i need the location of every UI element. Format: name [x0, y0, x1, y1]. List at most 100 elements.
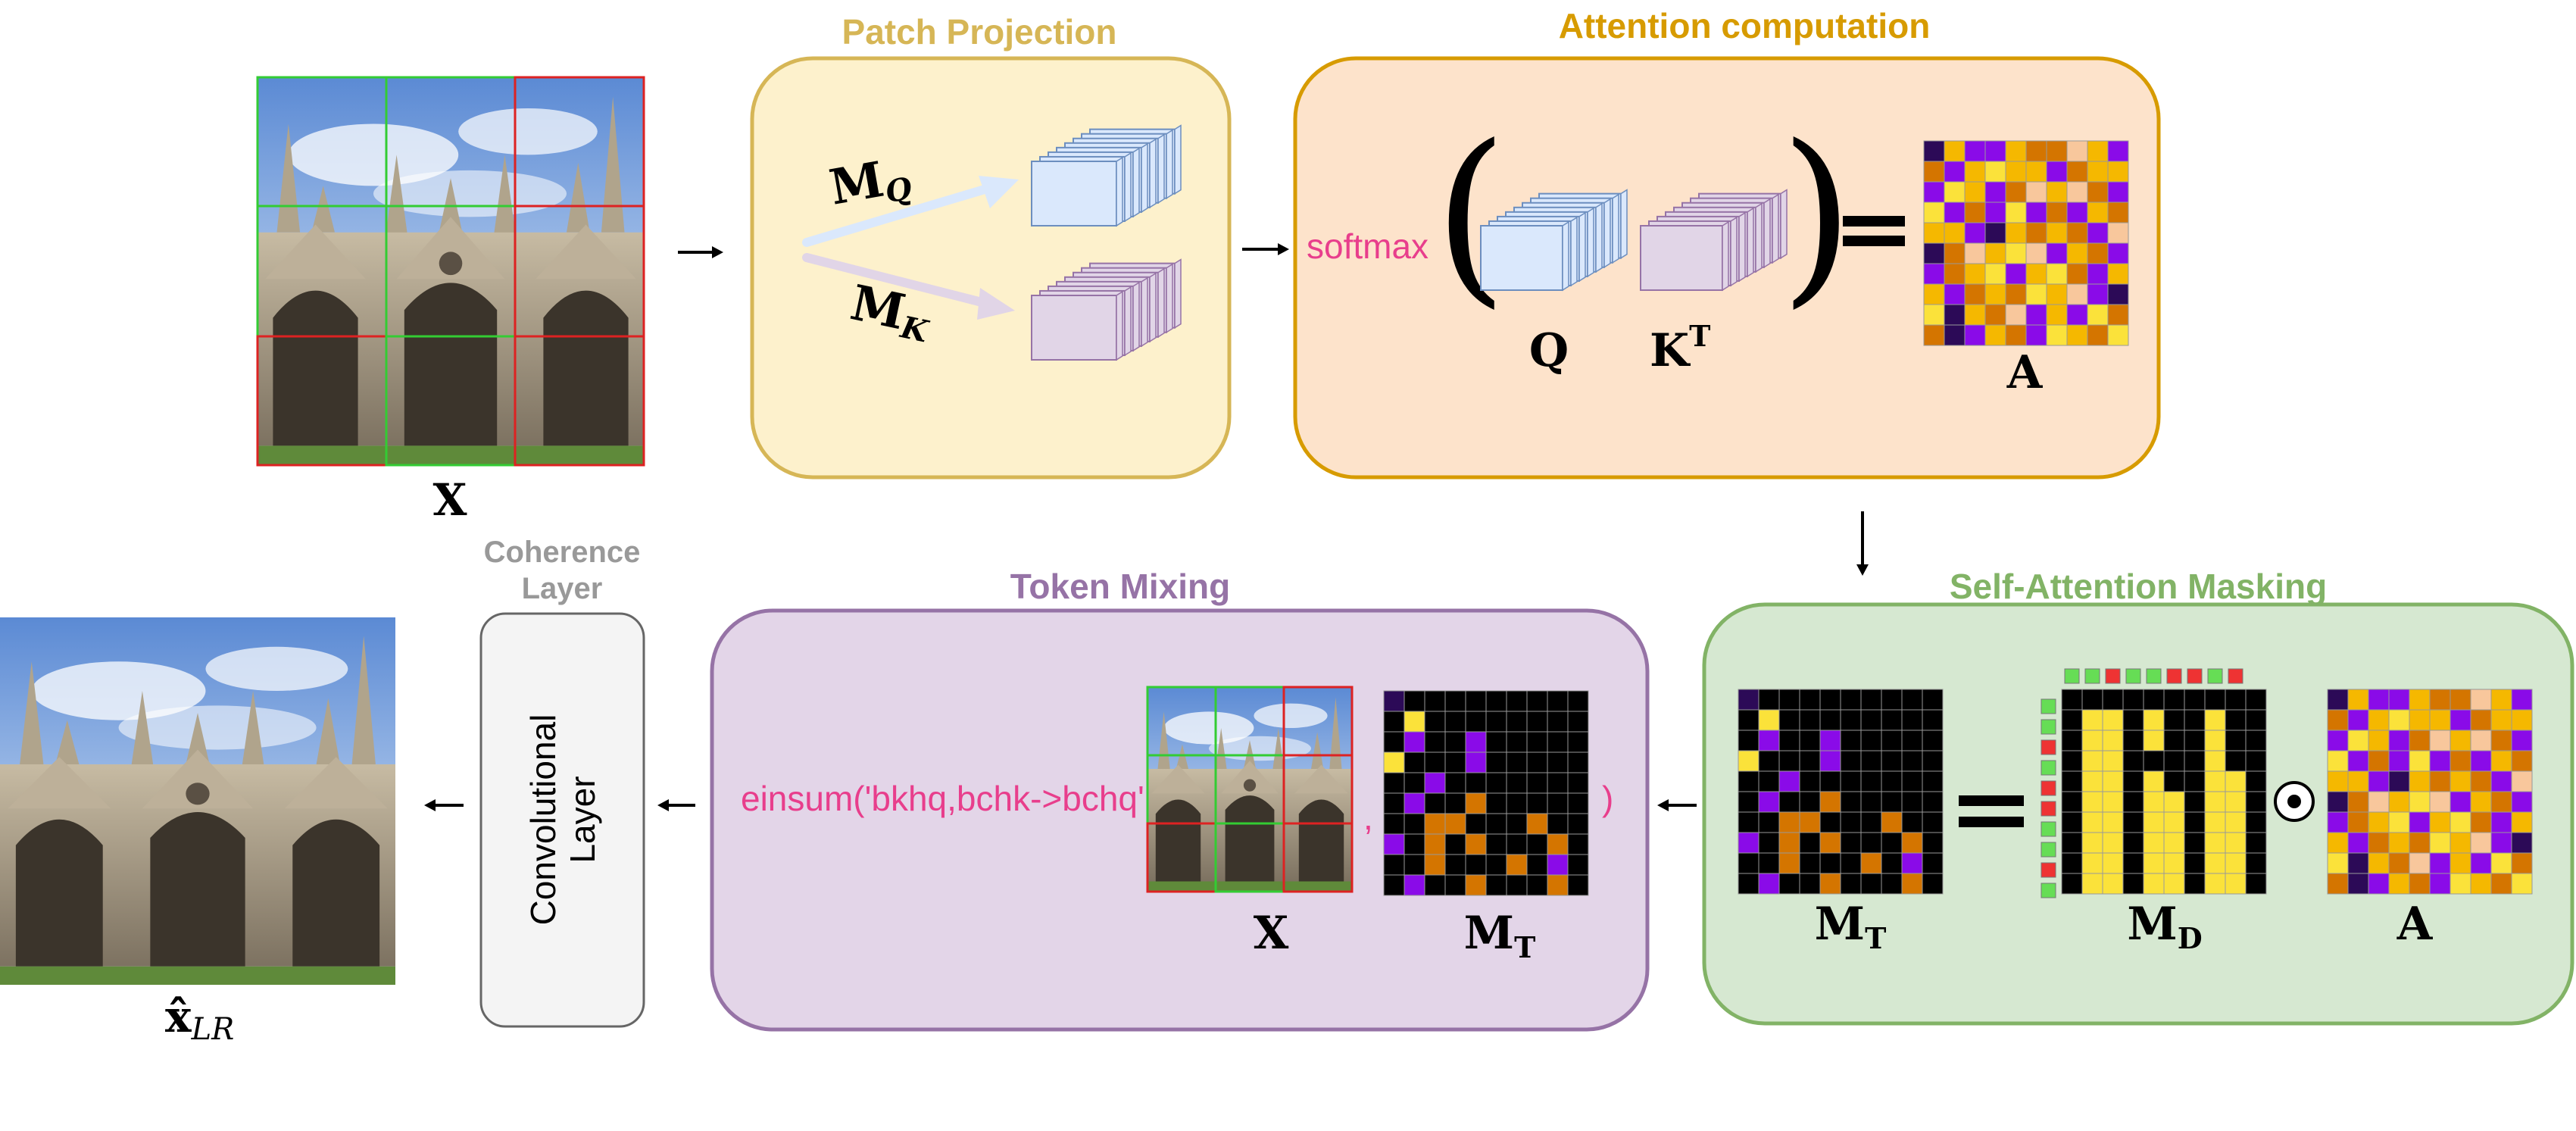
coherence-layer-panel: Coherence Layer Convolutional Layer — [479, 536, 645, 1028]
distance-mask-cell — [2081, 791, 2103, 813]
attention-a-cell — [2107, 202, 2129, 223]
q-block-attn-slice-side — [1570, 216, 1578, 287]
token-mask-mix-cell — [1424, 833, 1446, 855]
attention-a-cell — [2005, 324, 2027, 346]
distance-mask-cell — [2102, 770, 2124, 792]
token-mask-cell — [1758, 811, 1780, 833]
attention-a-mask-cell — [2450, 709, 2471, 731]
distance-mask-cell — [2225, 689, 2247, 711]
token-mask-cell — [1881, 709, 1903, 731]
token-mask-cell — [1819, 873, 1841, 895]
token-mask-mix-cell — [1526, 772, 1548, 794]
attention-a-mask-cell — [2490, 770, 2512, 792]
distance-mask-cell — [2163, 832, 2185, 854]
token-mask-mix-cell — [1383, 792, 1405, 814]
cathedral-output-image-icon — [0, 617, 395, 985]
token-mask-mix-cell — [1547, 813, 1569, 835]
token-mask-cell — [1778, 689, 1800, 711]
attention-a-cell — [1944, 161, 1966, 183]
attention-a-mask-cell — [2347, 832, 2369, 854]
distance-mask-cell — [2143, 709, 2165, 731]
attention-a-mask-cell — [2450, 852, 2471, 874]
distance-mask-cell — [2102, 730, 2124, 751]
token-mask-cell — [1881, 873, 1903, 895]
q-block-attn-slice-side — [1587, 207, 1594, 278]
token-mask-cell — [1738, 811, 1759, 833]
attention-a-cell — [2066, 283, 2088, 305]
attention-a-cell — [1984, 140, 2006, 162]
token-mask-mix-cell — [1383, 711, 1405, 733]
token-mask-mix-cell — [1404, 792, 1425, 814]
token-mask-cell — [1738, 873, 1759, 895]
attention-a-mask-cell — [2327, 689, 2349, 711]
distance-mask-cell — [2102, 832, 2124, 854]
token-mask-cell — [1860, 832, 1882, 854]
attention-a-cell — [2107, 222, 2129, 244]
attention-a-cell — [1923, 263, 1945, 285]
attention-a-mask-cell — [2490, 709, 2512, 731]
token-mask-mix-cell — [1485, 854, 1507, 876]
distance-mask-cell — [2061, 689, 2083, 711]
attention-a-mask-cell — [2368, 811, 2390, 833]
conv-label-line1: Convolutional — [523, 714, 563, 926]
token-mask-cell — [1840, 791, 1862, 813]
token-mask-cell — [1840, 811, 1862, 833]
attention-a-mask-cell — [2429, 791, 2451, 813]
q-block-slice — [1031, 161, 1117, 227]
token-mask-mix-cell — [1506, 792, 1528, 814]
attention-a-mask-cell — [2388, 770, 2410, 792]
token-mask-cell — [1758, 750, 1780, 772]
token-mask-mix-cell — [1567, 833, 1589, 855]
attention-a-cell — [2087, 242, 2109, 264]
md-top-indicator — [2228, 668, 2243, 684]
k-block-attn-slice-side — [1722, 220, 1729, 292]
attention-a-cell — [1984, 304, 2006, 326]
token-mask-mix-cell — [1506, 833, 1528, 855]
attention-a-cell — [1964, 202, 1986, 223]
distance-mask-cell — [2184, 689, 2206, 711]
q-block-slice-side — [1174, 124, 1182, 195]
attention-a-cell — [2025, 324, 2047, 346]
attention-a-mask-cell — [2429, 873, 2451, 895]
open-paren: ( — [1434, 105, 1508, 325]
token-mask-mix-cell — [1424, 711, 1446, 733]
attention-a-mask-cell — [2368, 873, 2390, 895]
token-mask-mix-cell — [1383, 854, 1405, 876]
md-left-indicator — [2041, 862, 2056, 878]
token-mask-cell — [1799, 811, 1821, 833]
token-mask-mix-cell — [1526, 751, 1548, 773]
x-label-mix: X — [1254, 907, 1289, 960]
md-top-indicator — [2105, 668, 2121, 684]
k-block-slice-side — [1132, 281, 1140, 352]
distance-mask-cell — [2225, 852, 2247, 874]
token-mask-mix-cell — [1526, 854, 1548, 876]
attention-a-mask-cell — [2490, 730, 2512, 751]
attention-a-mask-cell — [2327, 730, 2349, 751]
distance-mask-cell — [2163, 730, 2185, 751]
distance-mask-cell — [2081, 770, 2103, 792]
token-mask-cell — [1778, 730, 1800, 751]
equals-sign-mask — [1959, 795, 2024, 827]
attention-a-cell — [2025, 181, 2047, 203]
md-left-indicator — [2041, 760, 2056, 776]
md-left-indicator — [2041, 842, 2056, 858]
attention-a-mask-cell — [2429, 852, 2451, 874]
token-mask-mix-cell — [1485, 813, 1507, 835]
token-mask-cell — [1758, 852, 1780, 874]
mq-arrow — [802, 176, 1019, 247]
distance-mask-cell — [2081, 873, 2103, 895]
token-mask-cell — [1901, 730, 1923, 751]
attention-a-mask-cell — [2327, 873, 2349, 895]
md-top-indicator — [2064, 668, 2080, 684]
attention-a-cell — [2066, 324, 2088, 346]
attention-a-cell — [2066, 263, 2088, 285]
attention-a-mask-cell — [2511, 730, 2533, 751]
token-mask-mix-cell — [1444, 792, 1466, 814]
token-mask-cell — [1819, 811, 1841, 833]
k-block-stack — [1031, 258, 1182, 361]
token-mask-cell — [1840, 852, 1862, 874]
token-mask-cell — [1881, 770, 1903, 792]
attention-a-mask-cell — [2490, 689, 2512, 711]
token-mask-mix-cell — [1404, 833, 1425, 855]
k-block-attn-slice-side — [1763, 198, 1771, 269]
